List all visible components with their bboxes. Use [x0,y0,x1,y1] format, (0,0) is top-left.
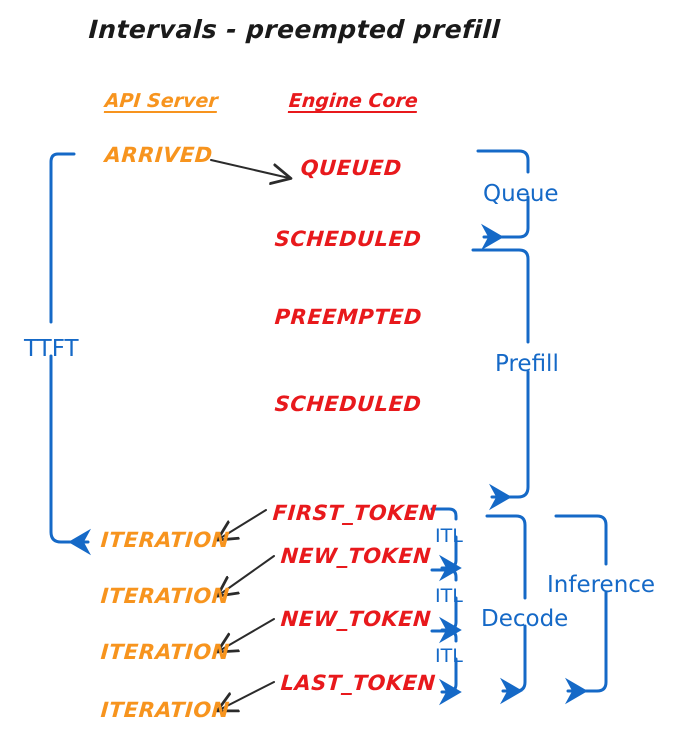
event-iteration-2: ITERATION [99,584,231,608]
bracket-ttft-bottom [49,354,91,556]
arrow-arrived-to-queued [210,159,289,178]
bracket-ttft-top [49,152,76,324]
bracket-decode-bottom [500,624,527,705]
event-first-token: FIRST_TOKEN [271,501,438,525]
bracket-prefill-top [471,248,530,344]
event-new-token-1: NEW_TOKEN [279,544,433,568]
bracket-itl-2-top [430,568,458,582]
bracket-inference-bottom [565,590,608,705]
event-new-token-2: NEW_TOKEN [279,607,433,631]
page-title: Intervals - preempted prefill [87,15,502,44]
event-arrived: ARRIVED [103,143,214,167]
event-iteration-3: ITERATION [99,640,231,664]
bracket-prefill-bottom [489,370,530,511]
event-scheduled-1: SCHEDULED [273,227,423,251]
interval-label-ttft: TTFT [24,336,79,362]
interval-label-itl-2: ITL [435,585,463,607]
event-preempted: PREEMPTED [273,305,423,329]
bracket-decode-top [485,514,527,600]
interval-label-queue: Queue [483,181,559,207]
bracket-itl-3-top [430,629,458,643]
event-scheduled-2: SCHEDULED [273,392,423,416]
interval-label-decode: Decode [481,606,569,632]
interval-label-prefill: Prefill [495,351,559,377]
column-header-engine-core: Engine Core [287,90,419,112]
interval-label-itl-3: ITL [435,645,463,667]
bracket-queue-top [476,149,530,174]
event-iteration-4: ITERATION [99,698,231,722]
bracket-inference-top [554,514,608,566]
event-iteration-1: ITERATION [99,528,231,552]
event-queued: QUEUED [299,156,403,180]
interval-label-inference: Inference [547,572,656,598]
column-header-api-server: API Server [103,90,219,112]
event-last-token: LAST_TOKEN [279,671,437,695]
interval-label-itl-1: ITL [435,525,463,547]
